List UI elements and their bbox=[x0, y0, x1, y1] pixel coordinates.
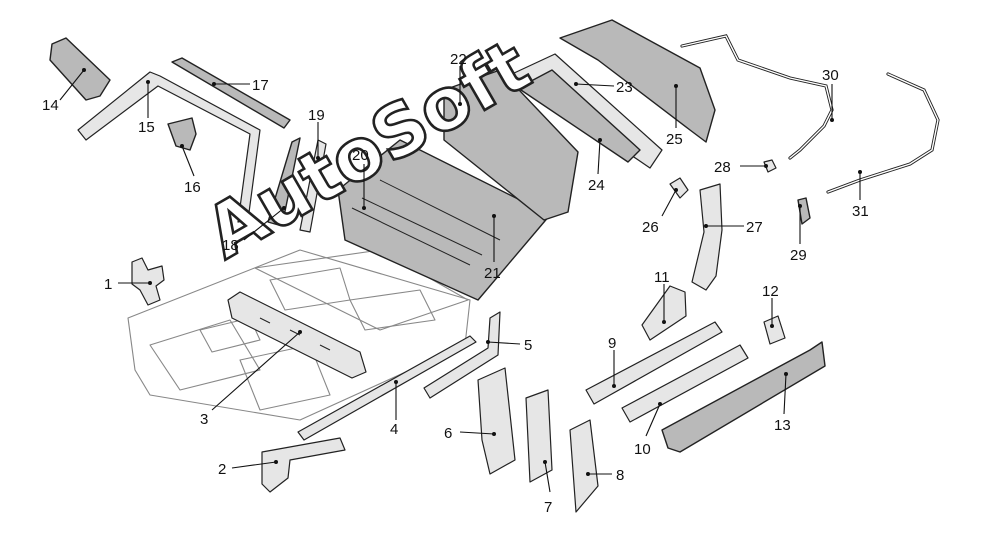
part-22-bulkhead-panel bbox=[443, 69, 579, 221]
callout-25: 25 bbox=[666, 131, 683, 148]
part-17-header-strip bbox=[171, 57, 291, 129]
part-26-clip bbox=[669, 177, 689, 199]
callout-30: 30 bbox=[822, 67, 839, 84]
callout-4: 4 bbox=[390, 421, 398, 438]
callout-11: 11 bbox=[654, 269, 670, 286]
callout-13: 13 bbox=[774, 417, 791, 434]
part-28-nut bbox=[763, 159, 777, 173]
callout-5: 5 bbox=[524, 337, 532, 354]
callout-7: 7 bbox=[544, 499, 552, 516]
callout-27: 27 bbox=[746, 219, 763, 236]
callout-16: 16 bbox=[184, 179, 201, 196]
callout-1: 1 bbox=[104, 276, 112, 293]
callout-19: 19 bbox=[308, 107, 325, 124]
part-12-bracket bbox=[763, 315, 786, 345]
part-2-sill-corner bbox=[261, 437, 346, 493]
part-14-sun-visor bbox=[49, 37, 111, 101]
callout-20: 20 bbox=[352, 147, 369, 164]
callout-24: 24 bbox=[588, 177, 605, 194]
part-4-long-rail bbox=[297, 335, 477, 441]
part-15-windshield-frame bbox=[77, 71, 261, 223]
callout-2: 2 bbox=[218, 461, 226, 478]
part-30-cable bbox=[680, 34, 834, 160]
callout-17: 17 bbox=[252, 77, 269, 94]
callout-28: 28 bbox=[714, 159, 731, 176]
callout-26: 26 bbox=[642, 219, 659, 236]
part-27-c-pillar bbox=[691, 183, 723, 291]
part-19-pillar-trim bbox=[299, 139, 327, 233]
part-24-insulation bbox=[517, 69, 641, 163]
part-31-cable bbox=[826, 72, 940, 194]
part-18-pillar-trim bbox=[267, 137, 301, 227]
part-1-bracket bbox=[131, 257, 165, 306]
callout-15: 15 bbox=[138, 119, 155, 136]
callout-labels: 1 2 3 4 5 6 7 8 9 10 11 12 13 14 15 16 1… bbox=[42, 51, 869, 516]
part-5-angled-rail bbox=[423, 311, 501, 399]
callout-18: 18 bbox=[222, 237, 239, 254]
part-20-21-rear-panel bbox=[337, 139, 551, 301]
floor-panel-assembly bbox=[127, 249, 471, 421]
callout-10: 10 bbox=[634, 441, 651, 458]
part-9-rail bbox=[585, 321, 723, 405]
callout-8: 8 bbox=[616, 467, 624, 484]
callout-22: 22 bbox=[450, 51, 467, 68]
callout-9: 9 bbox=[608, 335, 616, 352]
leader-lines bbox=[59, 66, 862, 493]
callout-3: 3 bbox=[200, 411, 208, 428]
part-10-rail bbox=[621, 344, 749, 423]
callout-31: 31 bbox=[852, 203, 869, 220]
part-13-sill bbox=[661, 341, 826, 453]
callout-14: 14 bbox=[42, 97, 59, 114]
callout-12: 12 bbox=[762, 283, 779, 300]
callout-29: 29 bbox=[790, 247, 807, 264]
part-6-pillar bbox=[477, 367, 516, 475]
callout-21: 21 bbox=[484, 265, 501, 282]
part-16-clip bbox=[167, 117, 197, 151]
part-8-pillar bbox=[569, 419, 599, 513]
part-7-pillar bbox=[525, 389, 553, 483]
callout-23: 23 bbox=[616, 79, 633, 96]
callout-6: 6 bbox=[444, 425, 452, 442]
